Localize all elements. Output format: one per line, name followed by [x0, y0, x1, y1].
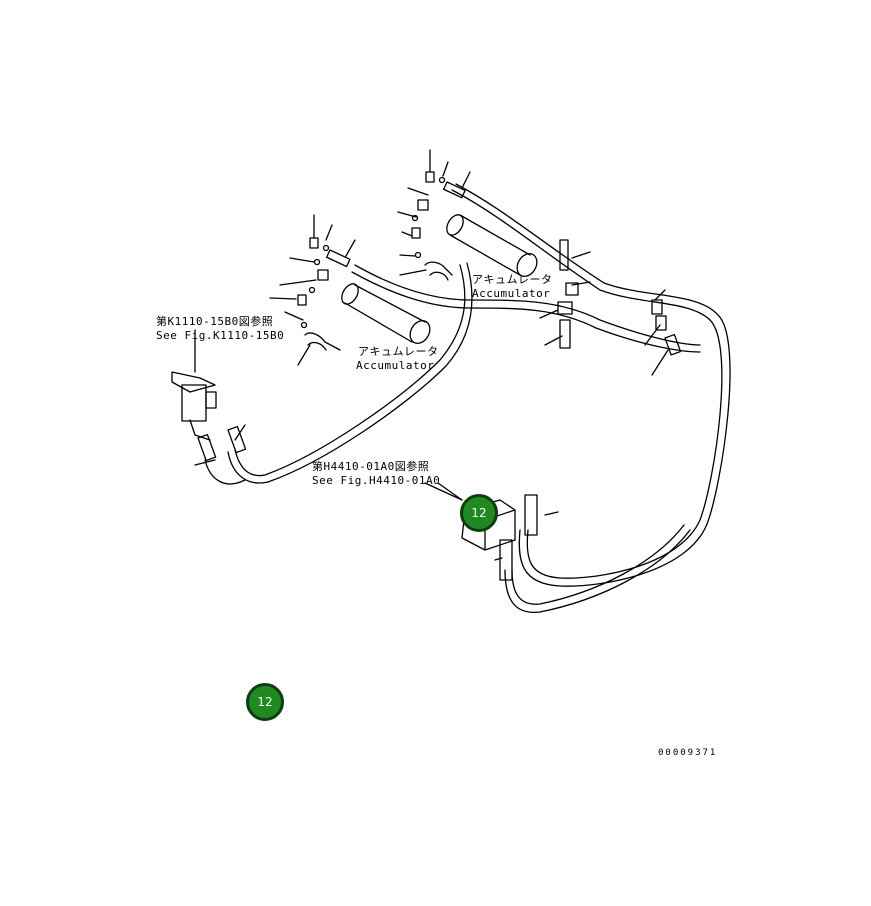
accumulator-lower-jp-label: アキュムレータ: [358, 345, 439, 358]
accumulator-upper-en-label: Accumulator: [472, 287, 551, 300]
valve-left: [171, 349, 247, 466]
accumulator-lower-en-label: Accumulator: [356, 359, 435, 372]
ref-h-en-label: See Fig.H4410-01A0: [312, 474, 441, 487]
drawing-code: 00009371: [658, 748, 718, 758]
hose-lower-center: [504, 524, 691, 613]
ref-k-jp-label: 第K1110-15B0図参照: [156, 315, 274, 328]
right-clamp: [644, 289, 682, 376]
pump-block: [437, 482, 559, 581]
accumulator-upper-jp-label: アキュムレータ: [472, 273, 553, 286]
ref-k-en-label: See Fig.K1110-15B0: [156, 329, 285, 342]
ref-h-leader: [424, 482, 463, 501]
hose-lower-left: [204, 262, 473, 485]
accumulator-lower: [341, 283, 431, 344]
callout-badge[interactable]: 12: [460, 494, 498, 532]
hose-middle: [351, 264, 701, 353]
ref-h-jp-label: 第H4410-01A0図参照: [312, 460, 430, 473]
callout-badge[interactable]: 12: [246, 683, 284, 721]
fittings-upper-cluster: [397, 149, 471, 281]
accumulator-upper: [446, 214, 538, 277]
center-clamp: [539, 239, 591, 349]
hose-upper-right: [451, 183, 731, 587]
fittings-left-cluster: [269, 214, 356, 366]
